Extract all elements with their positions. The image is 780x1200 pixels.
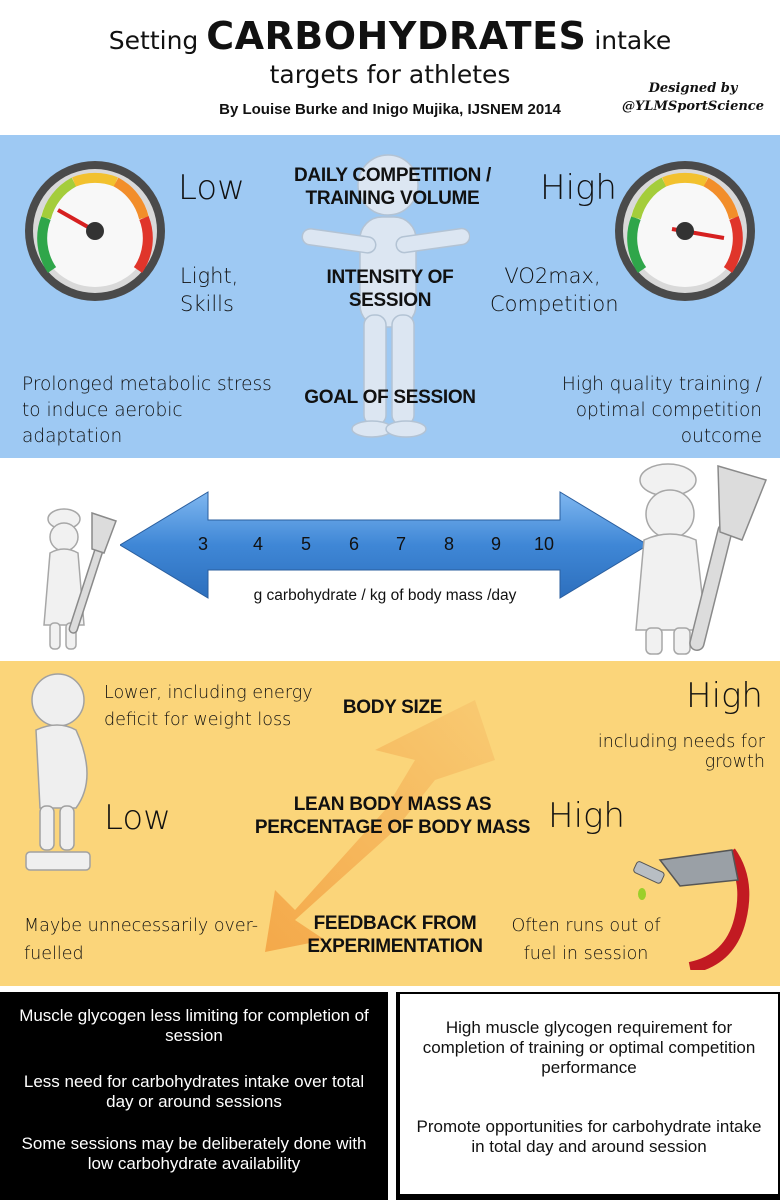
light-skills-label: Light, Skills <box>180 264 239 316</box>
diagonal-arrow-icon <box>265 700 495 952</box>
low-gauge-icon <box>25 161 165 301</box>
byline: By Louise Burke and Inigo Mujika, IJSNEM… <box>219 101 561 118</box>
overfuelled-text: Maybe unnecessarily over-fuelled <box>24 916 259 964</box>
scale-number: 3 <box>198 534 209 554</box>
intensity-label: INTENSITY OF SESSION <box>326 267 454 311</box>
low-summary-box <box>0 992 388 1200</box>
scale-unit-label: g carbohydrate / kg of body mass /day <box>253 587 517 604</box>
scale-number: 8 <box>444 534 455 554</box>
page-subtitle: targets for athletes <box>269 60 511 89</box>
designed-by-handle: @YLMSportScience <box>622 99 764 114</box>
high-summary-item: High muscle glycogen requirement for com… <box>422 1018 756 1077</box>
runs-out-text: Often runs out of fuel in session <box>511 916 661 964</box>
title-big: CARBOHYDRATES <box>206 14 587 58</box>
small-chef-fork-figure <box>43 508 117 650</box>
high-summary-item: Promote opportunities for carbohydrate i… <box>416 1117 762 1156</box>
designed-by: Designed by @YLMSportScience <box>622 80 764 116</box>
scale-number: 4 <box>253 534 264 554</box>
body-size-label: BODY SIZE <box>342 697 443 718</box>
scale-number: 9 <box>491 534 502 554</box>
aerobic-goal-text: Prolonged metabolic stress to induce aer… <box>22 374 272 447</box>
large-chef-fork-figure <box>635 463 768 655</box>
lean-low-level: Low <box>104 798 171 838</box>
person-pointing-figure <box>301 154 470 438</box>
title-pre: Setting <box>108 26 199 55</box>
level-low-label: Low <box>178 168 245 208</box>
level-high-label: High <box>540 168 617 208</box>
low-summary-item: Less need for carbohydrates intake over … <box>23 1072 365 1111</box>
fuel-nozzle-icon <box>633 848 750 970</box>
scale-number: 6 <box>349 534 360 554</box>
low-summary-item: Some sessions may be deliberately done w… <box>21 1134 367 1173</box>
low-summary-item: Muscle glycogen less limiting for comple… <box>19 1006 369 1045</box>
high-summary-box <box>400 994 778 1194</box>
designed-by-label: Designed by <box>648 81 738 96</box>
lean-high-level: High <box>548 796 625 836</box>
carb-scale: 3 4 5 6 7 8 9 10 <box>198 534 568 564</box>
competition-goal-text: High quality training / optimal competit… <box>561 374 762 447</box>
scale-number: 7 <box>396 534 407 554</box>
person-on-scale-figure <box>25 673 91 871</box>
vo2max-label: VO2max, Competition <box>490 264 619 316</box>
goal-label: GOAL OF SESSION <box>304 387 476 408</box>
page-title: Setting CARBOHYDRATES intake <box>0 14 780 58</box>
growth-text: including needs for growth <box>597 732 765 772</box>
title-post: intake <box>594 26 672 55</box>
daily-volume-label: DAILY COMPETITION / TRAINING VOLUME <box>294 165 491 209</box>
body-high-level: High <box>686 676 763 716</box>
lean-mass-label: LEAN BODY MASS AS PERCENTAGE OF BODY MAS… <box>254 794 531 838</box>
lower-body-text: Lower, including energy deficit for weig… <box>104 683 313 730</box>
scale-number: 5 <box>301 534 312 554</box>
high-gauge-icon <box>615 161 755 301</box>
scale-number: 10 <box>534 534 555 554</box>
feedback-label: FEEDBACK FROM EXPERIMENTATION <box>307 913 483 957</box>
